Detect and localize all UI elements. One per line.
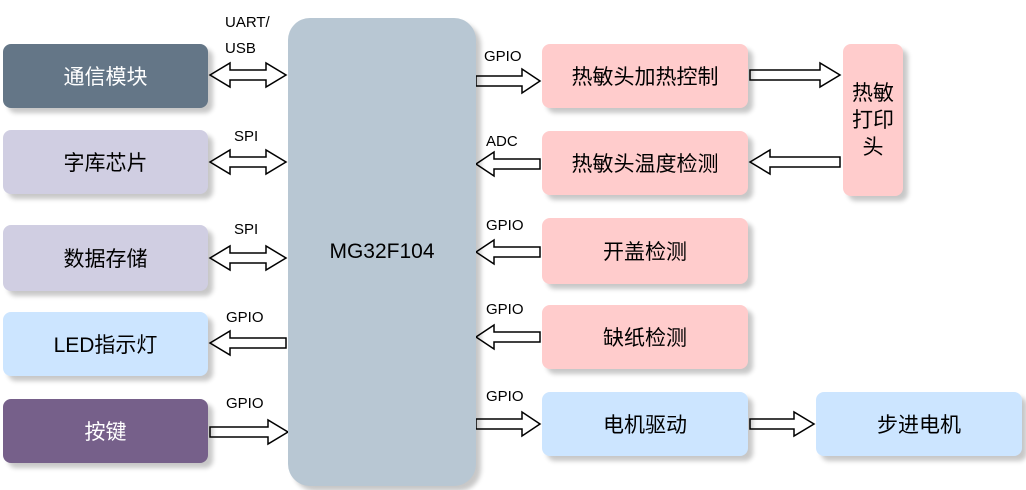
key-block: 按键 [3,399,208,463]
led-indicator-block: LED指示灯 [3,312,208,376]
temp-detect-block: 热敏头温度检测 [542,131,748,195]
temp-detect-label: 热敏头温度检测 [571,153,719,176]
arrow-to-heat-control [475,67,542,95]
arrow-to-led [208,329,287,357]
bus-label-usb: USB [225,40,256,57]
data-storage-block: 数据存储 [3,225,208,291]
arrow-from-printhead [748,148,841,176]
printhead-label-line-3: 头 [862,135,884,159]
bus-label-spi-storage: SPI [234,221,259,238]
arrow-to-printhead [749,61,842,89]
mcu-block: MG32F104 [288,18,476,486]
bus-label-adc-temp: ADC [486,133,518,150]
arrow-font-bidirectional [208,148,288,176]
font-chip-label: 字库芯片 [63,152,148,175]
font-chip-block: 字库芯片 [3,130,208,194]
bus-label-gpio-paper: GPIO [486,301,524,318]
stepper-motor-block: 步进电机 [816,392,1022,456]
motor-drive-block: 电机驱动 [542,392,748,456]
heat-control-block: 热敏头加热控制 [542,44,748,108]
bus-label-gpio-motor: GPIO [486,388,524,405]
printhead-label-line-2: 打印 [852,108,894,132]
motor-drive-label: 电机驱动 [603,414,687,437]
heat-control-label: 热敏头加热控制 [571,66,719,89]
mcu-label: MG32F104 [329,240,435,263]
printhead-block: 热敏 打印 头 [843,44,903,196]
bus-label-uart: UART/ [225,14,270,31]
printhead-label-line-1: 热敏 [852,81,894,105]
arrow-storage-bidirectional [208,244,288,272]
arrow-comm-bidirectional [208,61,288,89]
arrow-from-temp-detect [474,150,541,178]
bus-label-gpio-key: GPIO [226,395,264,412]
arrow-from-cover-detect [474,238,541,266]
arrow-from-key [209,418,290,446]
bus-label-gpio-led: GPIO [226,309,264,326]
arrow-to-motor-drive [475,410,542,438]
led-indicator-label: LED指示灯 [53,334,158,357]
bus-label-gpio-heat: GPIO [484,48,522,65]
paper-detect-block: 缺纸检测 [542,305,748,369]
comm-module-block: 通信模块 [3,44,208,108]
bus-label-spi-font: SPI [234,128,259,145]
comm-module-label: 通信模块 [63,66,148,89]
cover-detect-label: 开盖检测 [603,241,687,264]
arrow-from-paper-detect [474,323,541,351]
bus-label-gpio-cover: GPIO [486,217,524,234]
key-label: 按键 [84,421,127,444]
data-storage-label: 数据存储 [63,248,148,271]
stepper-motor-label: 步进电机 [877,414,961,437]
paper-detect-label: 缺纸检测 [603,327,687,350]
arrow-to-stepper [749,410,816,438]
cover-detect-block: 开盖检测 [542,218,748,284]
